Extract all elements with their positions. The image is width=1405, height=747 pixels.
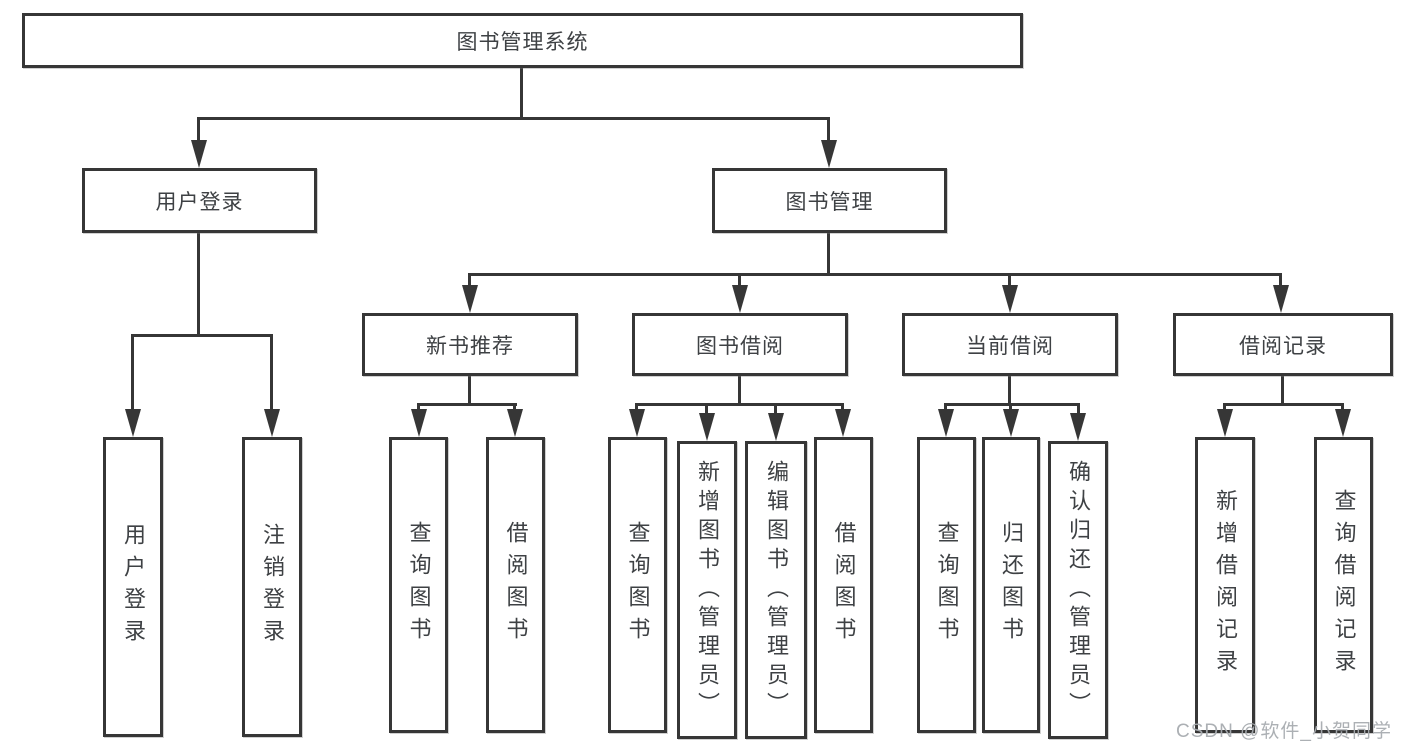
leaf-borrow-books: 借阅图书 <box>814 437 873 733</box>
connector-stub-leaf-logout <box>270 334 273 414</box>
leaf-user-login: 用户登录 <box>103 437 163 737</box>
connector-stub-book-management <box>827 117 830 146</box>
connector-stub-borrow-records <box>1279 273 1282 289</box>
node-book-management: 图书管理 <box>712 168 947 233</box>
node-book-borrow: 图书借阅 <box>632 313 848 376</box>
node-user-login: 用户登录 <box>82 168 317 233</box>
arrow-down-icon <box>1070 413 1086 441</box>
arrow-down-icon <box>821 140 837 168</box>
connector-user-login-stem <box>197 233 200 335</box>
arrow-down-icon <box>264 409 280 437</box>
leaf-query-books: 查询图书 <box>608 437 667 733</box>
connector-stub-current-borrow <box>1008 273 1011 289</box>
connector-current-borrow-stem <box>1008 376 1011 403</box>
leaf-edit-books-admin: 编辑图书（管理员） <box>745 441 807 739</box>
connector-stub-leaf <box>705 403 708 419</box>
connector-stub-user-login <box>197 117 200 146</box>
connector-user-login-rail <box>131 334 273 337</box>
connector-stub-leaf <box>774 403 777 419</box>
arrow-down-icon <box>629 409 645 437</box>
connector-borrow-records-stem <box>1281 376 1284 403</box>
csdn-watermark: CSDN @软件_小贺同学 <box>1176 721 1392 742</box>
node-borrow-records: 借阅记录 <box>1173 313 1393 376</box>
connector-new-books-stem <box>468 376 471 403</box>
connector-book-management-stem <box>827 233 830 275</box>
arrow-down-icon <box>411 409 427 437</box>
arrow-down-icon <box>732 285 748 313</box>
leaf-query-books: 查询图书 <box>917 437 976 733</box>
connector-borrow-records-rail <box>1223 403 1344 406</box>
leaf-query-books: 查询图书 <box>389 437 448 733</box>
arrow-down-icon <box>1273 285 1289 313</box>
leaf-query-borrow-record: 查询借阅记录 <box>1314 437 1373 733</box>
connector-root-stem <box>520 68 523 117</box>
arrow-down-icon <box>938 409 954 437</box>
arrow-down-icon <box>507 409 523 437</box>
arrow-down-icon <box>1003 409 1019 437</box>
leaf-confirm-return-admin: 确认归还（管理员） <box>1048 441 1108 739</box>
connector-stub-leaf <box>1077 403 1080 419</box>
connector-new-books-rail <box>417 403 517 406</box>
connector-book-borrow-rail <box>635 403 844 406</box>
connector-stub-leaf-login <box>131 334 134 414</box>
leaf-return-books: 归还图书 <box>982 437 1040 733</box>
leaf-logout: 注销登录 <box>242 437 302 737</box>
leaf-borrow-books: 借阅图书 <box>486 437 545 733</box>
arrow-down-icon <box>1002 285 1018 313</box>
leaf-add-books-admin: 新增图书（管理员） <box>677 441 737 739</box>
connector-current-borrow-rail <box>944 403 1080 406</box>
node-root-system: 图书管理系统 <box>22 13 1023 68</box>
arrow-down-icon <box>1335 409 1351 437</box>
connector-book-borrow-stem <box>738 376 741 403</box>
node-current-borrow: 当前借阅 <box>902 313 1118 376</box>
leaf-add-borrow-record: 新增借阅记录 <box>1195 437 1255 733</box>
connector-level3-rail <box>468 273 1282 276</box>
connector-level2-rail <box>197 117 830 120</box>
connector-stub-new-books <box>468 273 471 289</box>
connector-stub-book-borrow <box>738 273 741 289</box>
arrow-down-icon <box>191 140 207 168</box>
node-new-book-recommend: 新书推荐 <box>362 313 578 376</box>
arrow-down-icon <box>1217 409 1233 437</box>
arrow-down-icon <box>699 413 715 441</box>
arrow-down-icon <box>462 285 478 313</box>
arrow-down-icon <box>768 413 784 441</box>
arrow-down-icon <box>125 409 141 437</box>
arrow-down-icon <box>835 409 851 437</box>
